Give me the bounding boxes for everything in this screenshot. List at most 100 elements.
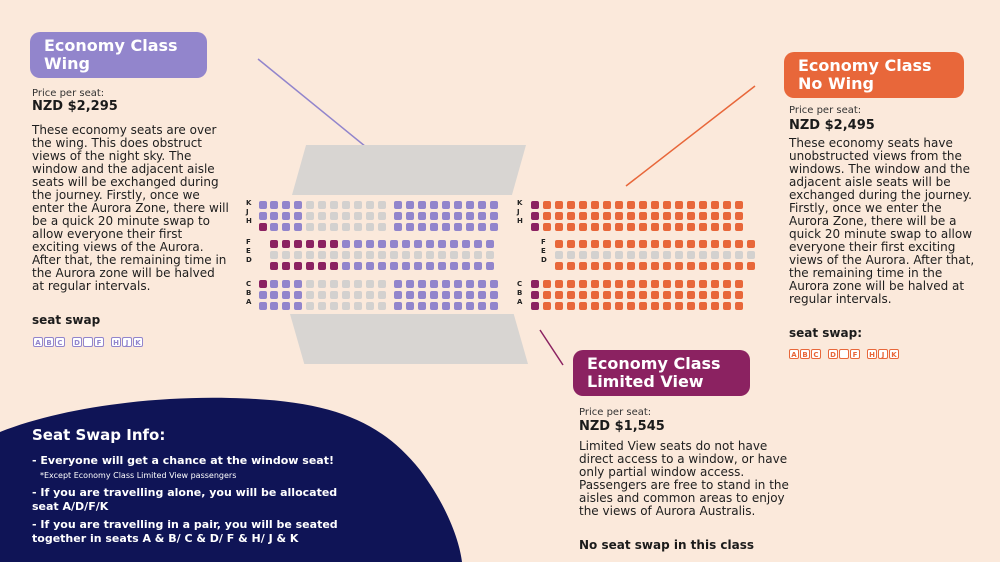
- nowing-mid-seat[interactable]: [663, 240, 671, 248]
- wing-top-seat-neutral[interactable]: [342, 223, 350, 231]
- nowing-bot-seat[interactable]: [723, 280, 731, 288]
- wing-top-seat[interactable]: [466, 201, 474, 209]
- nowing-bot-seat[interactable]: [591, 291, 599, 299]
- nowing-bot-seat[interactable]: [699, 280, 707, 288]
- wing-bot-seat[interactable]: [478, 302, 486, 310]
- wing-mid-seat[interactable]: [438, 251, 446, 259]
- nowing-top-seat[interactable]: [543, 212, 551, 220]
- nowing-mid-seat[interactable]: [675, 262, 683, 270]
- wing-bot-seat[interactable]: [282, 302, 290, 310]
- nowing-mid-seat[interactable]: [663, 262, 671, 270]
- wing-bot-seat-neutral[interactable]: [354, 280, 362, 288]
- wing-mid-seat[interactable]: [402, 262, 410, 270]
- nowing-top-seat[interactable]: [639, 201, 647, 209]
- wing-mid-seat[interactable]: [282, 240, 290, 248]
- wing-top-seat-neutral[interactable]: [342, 212, 350, 220]
- wing-mid-seat[interactable]: [450, 251, 458, 259]
- wing-top-seat[interactable]: [478, 201, 486, 209]
- nowing-bot-seat[interactable]: [639, 302, 647, 310]
- nowing-bot-seat[interactable]: [555, 291, 563, 299]
- wing-top-seat[interactable]: [442, 223, 450, 231]
- nowing-mid-seat[interactable]: [567, 240, 575, 248]
- wing-mid-seat[interactable]: [342, 262, 350, 270]
- nowing-bot-seat[interactable]: [639, 291, 647, 299]
- wing-top-seat[interactable]: [270, 212, 278, 220]
- nowing-top-seat[interactable]: [651, 201, 659, 209]
- wing-top-seat-neutral[interactable]: [318, 201, 326, 209]
- wing-bot-seat-neutral[interactable]: [342, 291, 350, 299]
- wing-mid-seat[interactable]: [366, 262, 374, 270]
- wing-mid-seat[interactable]: [318, 240, 326, 248]
- wing-top-seat-neutral[interactable]: [378, 201, 386, 209]
- wing-top-seat[interactable]: [418, 201, 426, 209]
- wing-bot-seat[interactable]: [430, 291, 438, 299]
- wing-mid-seat[interactable]: [426, 262, 434, 270]
- nowing-top-seat[interactable]: [651, 212, 659, 220]
- nowing-bot-seat[interactable]: [603, 291, 611, 299]
- wing-mid-seat[interactable]: [270, 240, 278, 248]
- wing-bot-seat[interactable]: [270, 291, 278, 299]
- wing-mid-seat[interactable]: [486, 262, 494, 270]
- wing-bot-seat-neutral[interactable]: [330, 302, 338, 310]
- wing-bot-seat[interactable]: [490, 302, 498, 310]
- wing-mid-seat[interactable]: [450, 240, 458, 248]
- nowing-bot-seat[interactable]: [735, 280, 743, 288]
- wing-mid-seat[interactable]: [270, 262, 278, 270]
- nowing-top-seat[interactable]: [615, 201, 623, 209]
- nowing-bot-seat[interactable]: [591, 280, 599, 288]
- nowing-bot-seat[interactable]: [543, 280, 551, 288]
- wing-top-seat-neutral[interactable]: [354, 223, 362, 231]
- wing-bot-seat-neutral[interactable]: [366, 302, 374, 310]
- nowing-top-seat[interactable]: [603, 201, 611, 209]
- nowing-top-seat[interactable]: [699, 201, 707, 209]
- wing-top-seat-neutral[interactable]: [330, 212, 338, 220]
- wing-top-seat-neutral[interactable]: [354, 212, 362, 220]
- nowing-mid-seat[interactable]: [591, 240, 599, 248]
- nowing-top-seat[interactable]: [591, 212, 599, 220]
- nowing-top-seat[interactable]: [555, 223, 563, 231]
- wing-bot-seat[interactable]: [430, 280, 438, 288]
- nowing-top-lead[interactable]: [531, 212, 539, 220]
- wing-top-seat-neutral[interactable]: [330, 223, 338, 231]
- nowing-mid-seat[interactable]: [687, 251, 695, 259]
- nowing-bot-seat[interactable]: [735, 302, 743, 310]
- nowing-bot-seat[interactable]: [615, 291, 623, 299]
- wing-mid-seat[interactable]: [294, 262, 302, 270]
- wing-bot-seat[interactable]: [406, 302, 414, 310]
- nowing-top-seat[interactable]: [543, 223, 551, 231]
- wing-bot-seat[interactable]: [394, 291, 402, 299]
- nowing-mid-seat[interactable]: [687, 262, 695, 270]
- wing-top-seat[interactable]: [430, 212, 438, 220]
- wing-mid-seat[interactable]: [354, 251, 362, 259]
- wing-mid-seat[interactable]: [354, 262, 362, 270]
- wing-bot-seat-neutral[interactable]: [354, 302, 362, 310]
- nowing-mid-seat[interactable]: [723, 251, 731, 259]
- nowing-bot-seat[interactable]: [651, 302, 659, 310]
- nowing-bot-lead[interactable]: [531, 291, 539, 299]
- nowing-mid-seat[interactable]: [663, 251, 671, 259]
- wing-top-seat-neutral[interactable]: [330, 201, 338, 209]
- nowing-mid-seat[interactable]: [711, 251, 719, 259]
- nowing-mid-seat[interactable]: [747, 251, 755, 259]
- wing-bot-seat-neutral[interactable]: [330, 291, 338, 299]
- wing-top-seat[interactable]: [394, 212, 402, 220]
- wing-top-seat[interactable]: [282, 201, 290, 209]
- wing-bot-seat-neutral[interactable]: [306, 302, 314, 310]
- nowing-bot-seat[interactable]: [627, 302, 635, 310]
- wing-top-seat[interactable]: [282, 212, 290, 220]
- wing-top-seat[interactable]: [454, 201, 462, 209]
- nowing-bot-seat[interactable]: [579, 291, 587, 299]
- nowing-mid-seat[interactable]: [603, 251, 611, 259]
- nowing-top-seat[interactable]: [591, 201, 599, 209]
- wing-top-seat[interactable]: [406, 212, 414, 220]
- nowing-mid-seat[interactable]: [651, 240, 659, 248]
- nowing-top-seat[interactable]: [735, 223, 743, 231]
- nowing-bot-seat[interactable]: [591, 302, 599, 310]
- wing-mid-seat[interactable]: [402, 251, 410, 259]
- nowing-bot-seat[interactable]: [723, 291, 731, 299]
- nowing-bot-seat[interactable]: [723, 302, 731, 310]
- wing-top-seat[interactable]: [406, 201, 414, 209]
- wing-bot-seat[interactable]: [442, 280, 450, 288]
- wing-top-seat[interactable]: [466, 223, 474, 231]
- nowing-bot-seat[interactable]: [627, 291, 635, 299]
